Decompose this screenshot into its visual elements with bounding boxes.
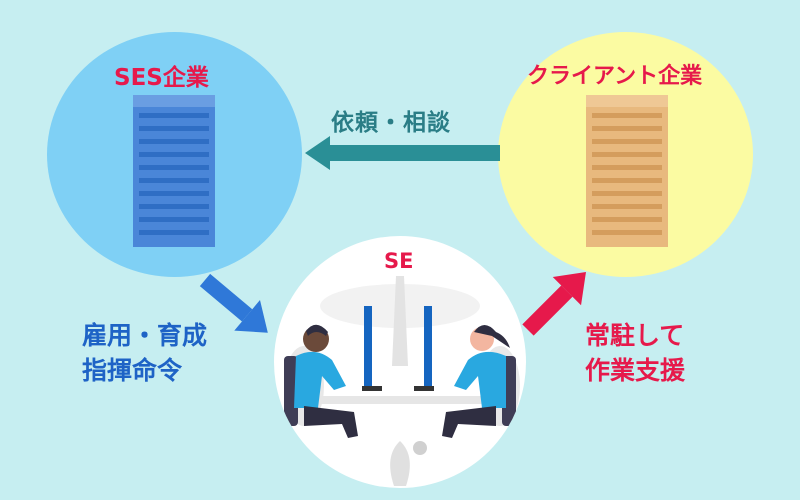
ses-company-label: SES企業 — [114, 65, 209, 91]
se-circle — [274, 236, 526, 488]
client-company-label: クライアント企業 — [527, 64, 703, 89]
plant-icon — [390, 441, 410, 486]
woman-body — [454, 351, 506, 408]
monitor-left — [364, 306, 372, 386]
monitor-right — [424, 306, 432, 386]
support-label-line: 作業支援 — [585, 356, 686, 385]
request-arrow-icon — [305, 136, 500, 170]
man-body — [294, 351, 346, 408]
employment-label-line: 雇用・育成 — [82, 321, 208, 350]
se-workers-illustration — [284, 276, 520, 486]
se-label: SE — [384, 249, 414, 273]
client-building-icon — [586, 95, 668, 247]
support-label-line: 常駐して — [585, 321, 685, 350]
chair-left — [284, 356, 298, 426]
ses-building-icon — [133, 95, 215, 247]
support-label: 常駐して 作業支援 — [585, 318, 685, 388]
lamp-icon — [392, 276, 408, 366]
cat-icon — [413, 441, 427, 455]
employment-label: 雇用・育成 指揮命令 — [82, 318, 207, 388]
employment-arrow-icon — [199, 273, 268, 333]
employment-label-line: 指揮命令 — [82, 356, 183, 385]
desk — [294, 396, 506, 404]
request-consult-label: 依頼・相談 — [331, 110, 451, 136]
support-arrow-icon — [522, 272, 586, 336]
